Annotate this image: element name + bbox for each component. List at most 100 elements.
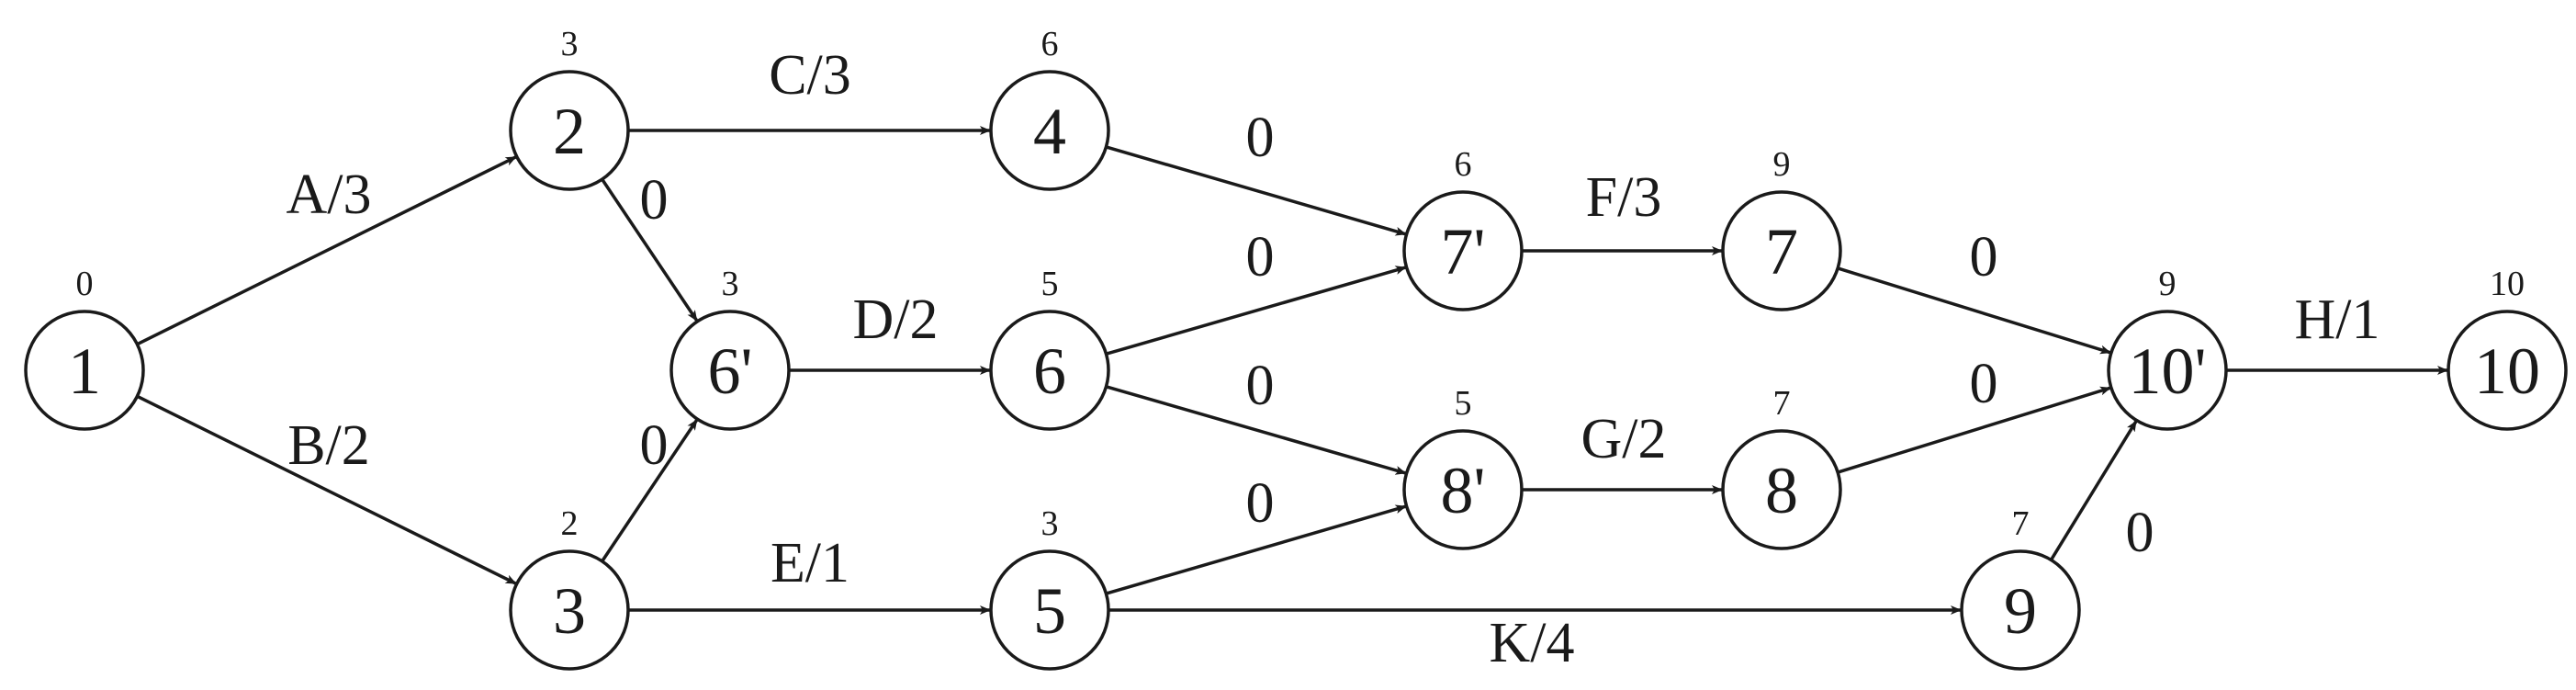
node-time: 3 bbox=[561, 25, 579, 63]
edge-n1-n3: B/2 bbox=[136, 394, 517, 585]
edge-arrow bbox=[1105, 504, 1407, 595]
edge-label: H/1 bbox=[2295, 288, 2380, 351]
edge-label: 0 bbox=[1246, 472, 1275, 535]
edge-label: F/3 bbox=[1586, 166, 1662, 229]
edge-n7-n10p: 0 bbox=[1837, 226, 2111, 355]
node-circle bbox=[989, 70, 1110, 191]
node-circle bbox=[989, 310, 1110, 431]
edge-n1-n2: A/3 bbox=[136, 155, 517, 346]
edge-n6p-n6: D/2 bbox=[789, 288, 991, 375]
edge-label: 0 bbox=[1246, 355, 1275, 417]
node-n5: 53 bbox=[989, 504, 1110, 671]
edge-arrow bbox=[1106, 385, 1407, 475]
node-time: 7 bbox=[1773, 384, 1791, 423]
node-time: 9 bbox=[1773, 145, 1791, 184]
node-time: 9 bbox=[2159, 265, 2177, 303]
node-label: 8 bbox=[1765, 454, 1798, 527]
node-time: 7 bbox=[2012, 504, 2030, 543]
node-n6p: 6' 3 bbox=[669, 265, 791, 431]
node-label: 6 bbox=[1033, 334, 1066, 408]
edge-label: B/2 bbox=[287, 414, 370, 477]
edge-n2-n4: C/3 bbox=[628, 44, 991, 135]
node-n10: 10 10 bbox=[2447, 265, 2568, 431]
edge-label: 0 bbox=[1970, 353, 1998, 415]
edge-n3-n5: E/1 bbox=[628, 532, 991, 615]
edge-label: D/2 bbox=[853, 288, 939, 351]
edge-arrow bbox=[1106, 266, 1407, 356]
node-circle bbox=[989, 549, 1110, 671]
node-label: 7 bbox=[1765, 215, 1798, 288]
edge-arrow bbox=[601, 178, 699, 322]
node-circle bbox=[1960, 549, 2081, 671]
edge-arrow bbox=[1837, 266, 2111, 355]
edge-n8-n10p: 0 bbox=[1837, 353, 2111, 474]
node-n3: 32 bbox=[509, 504, 630, 671]
edge-label: K/4 bbox=[1490, 612, 1575, 674]
node-circle bbox=[1721, 429, 1842, 550]
node-label: 8' bbox=[1441, 454, 1486, 527]
edge-n10p-n10: H/1 bbox=[2226, 288, 2448, 375]
edge-n2-n6p: 0 bbox=[601, 169, 699, 322]
node-label: 2 bbox=[553, 95, 586, 168]
edge-n8p-n8: G/2 bbox=[1522, 408, 1723, 494]
node-label: 1 bbox=[68, 334, 101, 408]
edge-n6-n7p: 0 bbox=[1106, 226, 1407, 356]
node-time: 10 bbox=[2490, 265, 2525, 303]
edge-arrow bbox=[601, 419, 699, 562]
node-time: 3 bbox=[1041, 504, 1059, 543]
node-n4: 46 bbox=[989, 25, 1110, 191]
edge-label: C/3 bbox=[769, 44, 851, 107]
node-n7: 79 bbox=[1721, 145, 1842, 311]
edge-arrow bbox=[1837, 386, 2111, 474]
node-time: 6 bbox=[1455, 145, 1472, 184]
node-label: 10 bbox=[2474, 334, 2540, 408]
edge-label: 0 bbox=[640, 414, 669, 477]
node-n10p: 10' 9 bbox=[2107, 265, 2228, 431]
edge-n4-n7p: 0 bbox=[1105, 107, 1407, 236]
node-time: 2 bbox=[561, 504, 579, 543]
edge-label: G/2 bbox=[1581, 408, 1667, 470]
node-circle bbox=[669, 310, 791, 431]
edge-label: 0 bbox=[640, 169, 669, 232]
node-n9: 97 bbox=[1960, 504, 2081, 671]
node-n8p: 8' 5 bbox=[1402, 384, 1524, 550]
edge-n5-n8p: 0 bbox=[1105, 472, 1407, 595]
node-label: 4 bbox=[1033, 95, 1066, 168]
node-label: 5 bbox=[1033, 574, 1066, 648]
edge-arrow bbox=[2049, 420, 2138, 561]
edge-n6-n8p: 0 bbox=[1106, 355, 1407, 475]
node-circle bbox=[1721, 190, 1842, 311]
node-circle bbox=[24, 310, 145, 431]
edge-label: 0 bbox=[1246, 226, 1275, 288]
node-time: 3 bbox=[722, 265, 739, 303]
node-n6: 65 bbox=[989, 265, 1110, 431]
node-label: 9 bbox=[2004, 574, 2037, 648]
node-circle bbox=[2107, 310, 2228, 431]
node-circle bbox=[1402, 429, 1524, 550]
edge-label: A/3 bbox=[287, 164, 372, 226]
node-label: 7' bbox=[1441, 215, 1486, 288]
edge-label: 0 bbox=[1246, 107, 1275, 169]
node-n7p: 7' 6 bbox=[1402, 145, 1524, 311]
node-label: 3 bbox=[553, 574, 586, 648]
node-label: 6' bbox=[708, 334, 753, 408]
edge-label: 0 bbox=[1970, 226, 1998, 288]
node-n8: 87 bbox=[1721, 384, 1842, 550]
edge-n7p-n7: F/3 bbox=[1522, 166, 1723, 255]
node-circle bbox=[509, 70, 630, 191]
node-n1: 10 bbox=[24, 265, 145, 431]
node-n2: 23 bbox=[509, 25, 630, 191]
node-time: 5 bbox=[1041, 265, 1059, 303]
edge-n5-n9: K/4 bbox=[1108, 605, 1962, 674]
edge-n9-n10p: 0 bbox=[2049, 420, 2154, 564]
node-circle bbox=[1402, 190, 1524, 311]
edge-label: E/1 bbox=[771, 532, 849, 594]
node-label: 10' bbox=[2129, 334, 2207, 408]
node-time: 5 bbox=[1455, 384, 1472, 423]
edge-arrow bbox=[136, 394, 517, 585]
node-time: 6 bbox=[1041, 25, 1059, 63]
edge-arrow bbox=[136, 155, 517, 346]
